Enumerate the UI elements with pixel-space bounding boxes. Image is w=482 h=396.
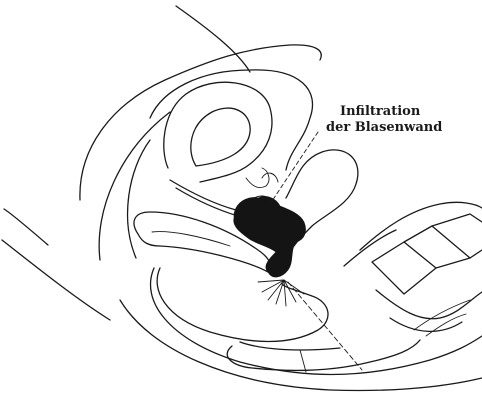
annotation-label-line1: Infiltration — [340, 104, 420, 120]
pointer-line-lower — [288, 282, 362, 370]
infiltration-mass — [234, 196, 306, 277]
pointer-line-upper — [270, 132, 318, 204]
annotation-label-line2: der Blasenwand — [326, 120, 442, 136]
pelvic-wall-sections — [344, 202, 482, 336]
uterus — [164, 82, 272, 182]
radiating-folds — [258, 280, 304, 306]
